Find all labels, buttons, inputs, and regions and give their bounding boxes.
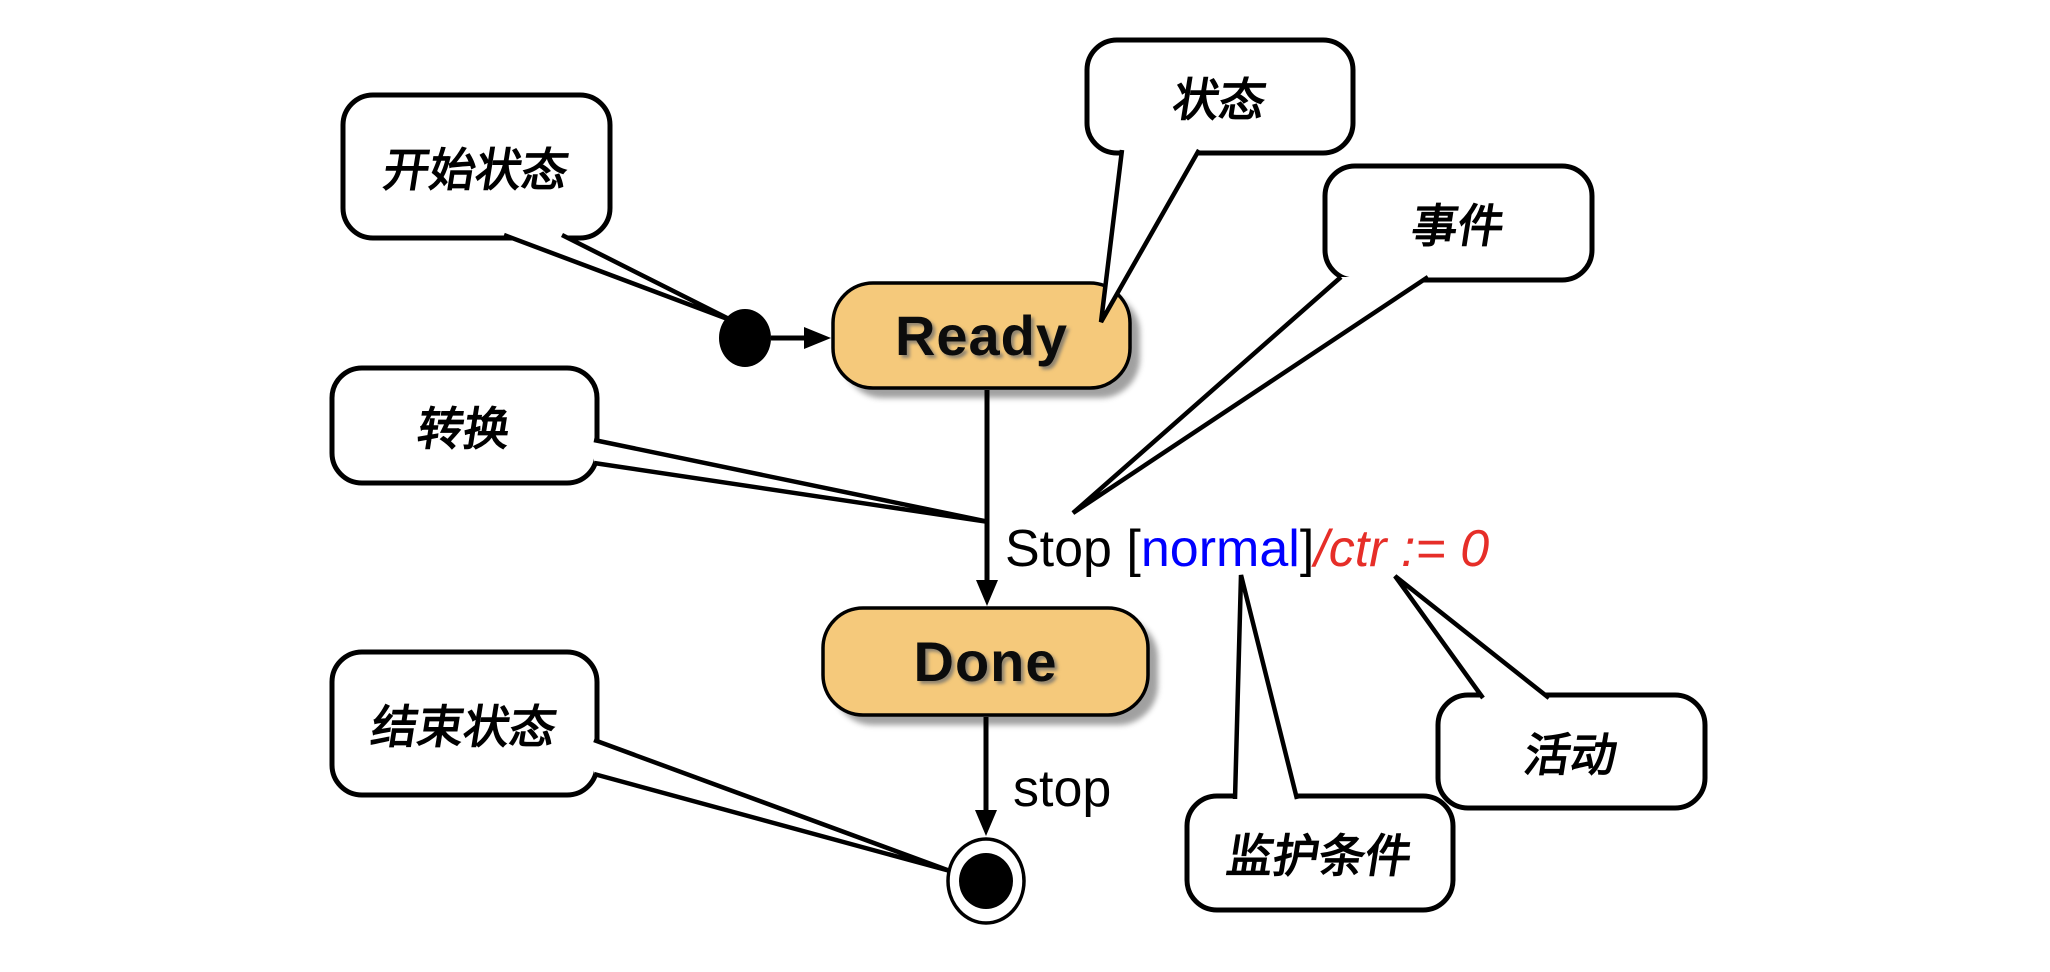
done-to-final-arrowhead: [975, 810, 997, 836]
stop-event-label: stop: [1013, 760, 1112, 818]
callout-end-state-label: 结束状态: [367, 700, 561, 753]
transition-event-guard-action-label: Stop [normal]/ctr := 0: [1005, 520, 1489, 578]
ready-state-shape: [831, 281, 1132, 390]
callout-guard-bubble: [1184, 793, 1456, 913]
transition-open-bracket: [: [1126, 520, 1141, 578]
ready-to-done-arrowhead: [976, 580, 998, 606]
transition-close-bracket: ]: [1299, 520, 1315, 578]
callout-activity-bubble: [1435, 692, 1708, 811]
callout-event-label: 事件: [1407, 200, 1509, 252]
callout-guard-label: 监护条件: [1223, 830, 1416, 882]
callout-state-tail: [1098, 148, 1201, 324]
done-state-label: Done: [913, 630, 1058, 693]
ready-state-label: Ready: [894, 304, 1069, 367]
callout-start-state-bubble: [340, 92, 613, 241]
final-state-dot: [959, 853, 1013, 909]
callout-transition-tail: [593, 437, 990, 525]
initial-state-dot: [719, 309, 771, 367]
callout-state-bubble: [1084, 37, 1356, 156]
callout-end-state-bubble: [329, 649, 600, 798]
transition-guard-text: normal: [1140, 520, 1300, 578]
callout-state-label: 状态: [1169, 73, 1270, 126]
callout-start-state-tail: [503, 232, 735, 324]
callout-activity-tail: [1393, 574, 1551, 700]
initial-to-ready-arrowhead: [804, 327, 831, 349]
transition-action-text: /ctr := 0: [1314, 520, 1490, 578]
callout-event-bubble: [1322, 163, 1595, 283]
callout-end-state-tail: [593, 737, 951, 874]
callout-transition-label: 转换: [413, 402, 515, 455]
callout-transition-bubble: [329, 365, 600, 486]
callout-guard-tail: [1232, 574, 1300, 800]
transition-event-text: Stop: [1005, 520, 1127, 578]
callout-activity-label: 活动: [1520, 728, 1622, 781]
done-state-shape: [821, 606, 1150, 717]
callout-start-state-label: 开始状态: [379, 143, 573, 196]
callout-event-tail: [1071, 275, 1430, 515]
